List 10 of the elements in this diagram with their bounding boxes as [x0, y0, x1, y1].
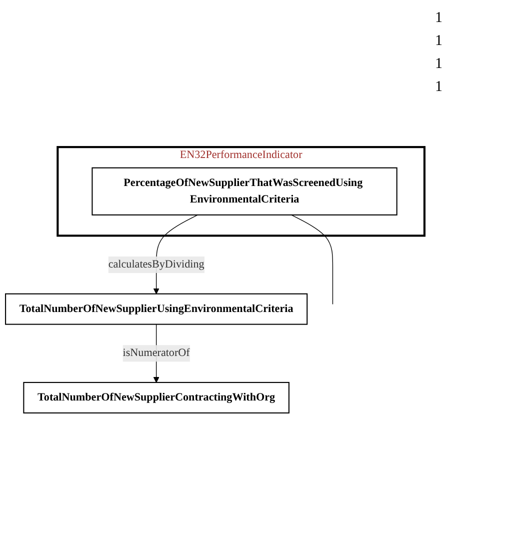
- multiplicity-label: 1: [435, 33, 444, 50]
- multiplicity-label: 1: [435, 56, 444, 73]
- node-box: TotalNumberOfNewSupplierUsingEnvironmentalCriteria: [5, 293, 308, 325]
- node-box: TotalNumberOfNewSupplierContractingWithOrg: [23, 382, 290, 414]
- edge-label: isNumeratorOf: [122, 347, 190, 359]
- multiplicity-label: 1: [435, 79, 444, 96]
- connector: [291, 214, 334, 305]
- multiplicity-label: 1: [435, 10, 444, 27]
- node-box: PercentageOfNewSupplierThatWasScreenedUsing EnvironmentalCriteria: [92, 167, 398, 216]
- edge-label: calculatesByDividing: [108, 258, 204, 270]
